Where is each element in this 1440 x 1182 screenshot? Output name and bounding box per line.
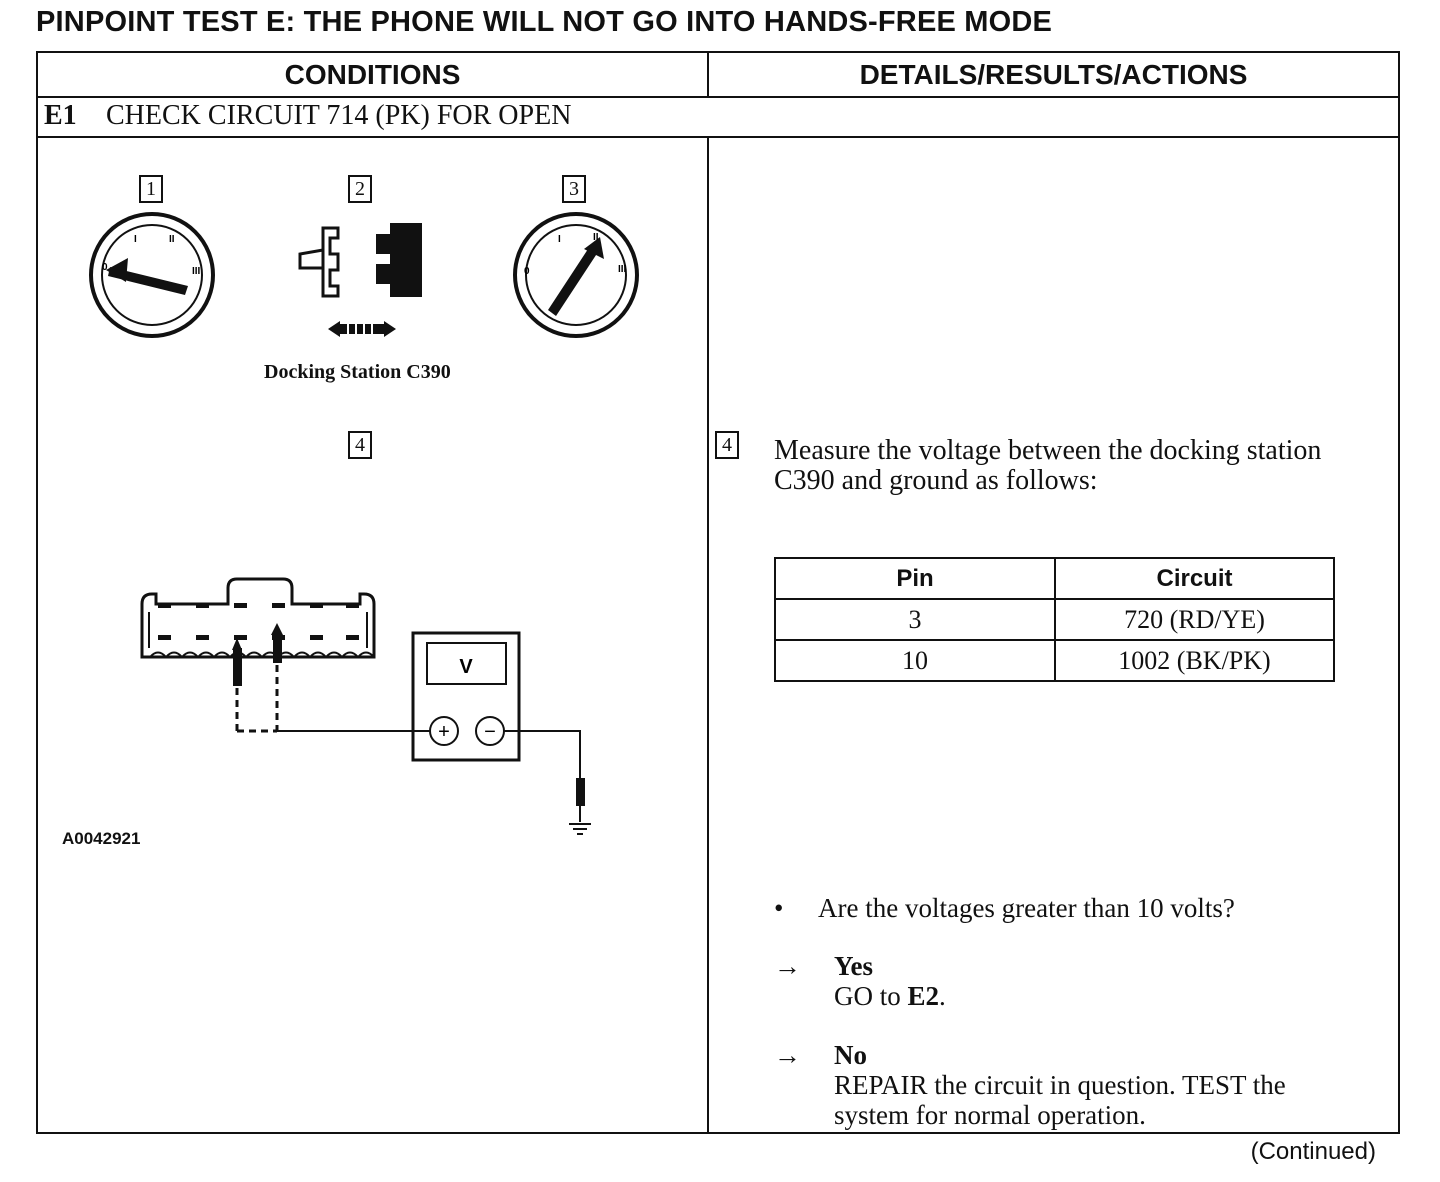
conditions-figure: 0 I II III 0 I II [89, 212, 639, 835]
circuit-column-header: Circuit [1054, 557, 1335, 600]
details-header: DETAILS/RESULTS/ACTIONS [859, 58, 1248, 90]
voltmeter-icon: V + − [411, 631, 521, 762]
step-row: E1 CHECK CIRCUIT 714 (PK) FOR OPEN [38, 96, 1398, 138]
ignition-label-ii: II [169, 234, 175, 245]
continued-label: (Continued) [1250, 1138, 1376, 1165]
circuit-cell: 1002 (BK/PK) [1054, 639, 1335, 682]
callout-1: 1 [139, 175, 163, 203]
ignition-switch-run-icon: 0 I II III [513, 212, 639, 338]
instruction-text: Measure the voltage between the docking … [774, 435, 1322, 496]
figure-id: A0042921 [62, 829, 141, 848]
ignition-label-i: I [134, 234, 137, 245]
answer-no: → No REPAIR the circuit in question. TES… [774, 1040, 1354, 1130]
ignition-label-iii: III [192, 266, 201, 277]
bullet-icon: • [774, 893, 784, 923]
callout-3: 3 [562, 175, 586, 203]
circuit-cell: 720 (RD/YE) [1054, 598, 1335, 641]
table-header: CONDITIONS DETAILS/RESULTS/ACTIONS [38, 53, 1398, 98]
answer-yes-suffix: . [939, 981, 946, 1011]
table-row: 3 720 (RD/YE) [774, 598, 1335, 641]
figure-caption: Docking Station C390 [264, 361, 451, 383]
table-row: 10 1002 (BK/PK) [774, 639, 1335, 682]
ignition-label-iii-b: III [618, 264, 627, 275]
question-text: Are the voltages greater than 10 volts? [818, 893, 1235, 923]
answer-yes-label: Yes [834, 951, 873, 981]
arrow-icon: → [774, 951, 801, 981]
callout-4: 4 [348, 431, 372, 459]
question: • Are the voltages greater than 10 volts… [774, 893, 1235, 924]
table-header-row: Pin Circuit [774, 557, 1335, 600]
answer-no-action: REPAIR the circuit in question. TEST the… [834, 1070, 1286, 1130]
connector-c390-icon [140, 577, 376, 733]
pin-circuit-table: Pin Circuit 3 720 (RD/YE) 10 1002 (BK/PK… [774, 557, 1335, 682]
ignition-label-0-b: 0 [524, 266, 530, 277]
arrow-icon: → [774, 1040, 801, 1070]
ground-symbol-icon [569, 823, 591, 835]
step-id: E1 [44, 100, 77, 131]
pin-column-header: Pin [774, 557, 1056, 600]
answer-yes-action: GO to [834, 981, 908, 1011]
conditions-header: CONDITIONS [284, 58, 461, 90]
ignition-label-ii-b: II [593, 232, 599, 243]
meter-minus-label: − [484, 721, 496, 743]
column-divider [707, 138, 709, 1132]
header-divider [707, 53, 709, 96]
meter-label: V [459, 656, 473, 678]
page-title: PINPOINT TEST E: THE PHONE WILL NOT GO I… [36, 6, 1053, 38]
pinpoint-test-table: CONDITIONS DETAILS/RESULTS/ACTIONS E1 CH… [36, 51, 1400, 1134]
answer-no-label: No [834, 1040, 867, 1070]
ignition-label-0: 0 [102, 262, 108, 273]
callout-2: 2 [348, 175, 372, 203]
pin-cell: 3 [774, 598, 1056, 641]
answer-yes: → Yes GO to E2. [774, 951, 946, 1011]
answer-yes-target[interactable]: E2 [907, 981, 940, 1011]
step-title: CHECK CIRCUIT 714 (PK) FOR OPEN [106, 100, 572, 131]
pin-cell: 10 [774, 639, 1056, 682]
details-step-number: 4 [715, 431, 739, 459]
connector-disconnect-icon [298, 223, 422, 337]
meter-plus-label: + [438, 721, 450, 743]
ignition-label-i-b: I [558, 234, 561, 245]
ground-probe-icon [576, 778, 585, 806]
ignition-switch-off-icon: 0 I II III [89, 212, 215, 338]
